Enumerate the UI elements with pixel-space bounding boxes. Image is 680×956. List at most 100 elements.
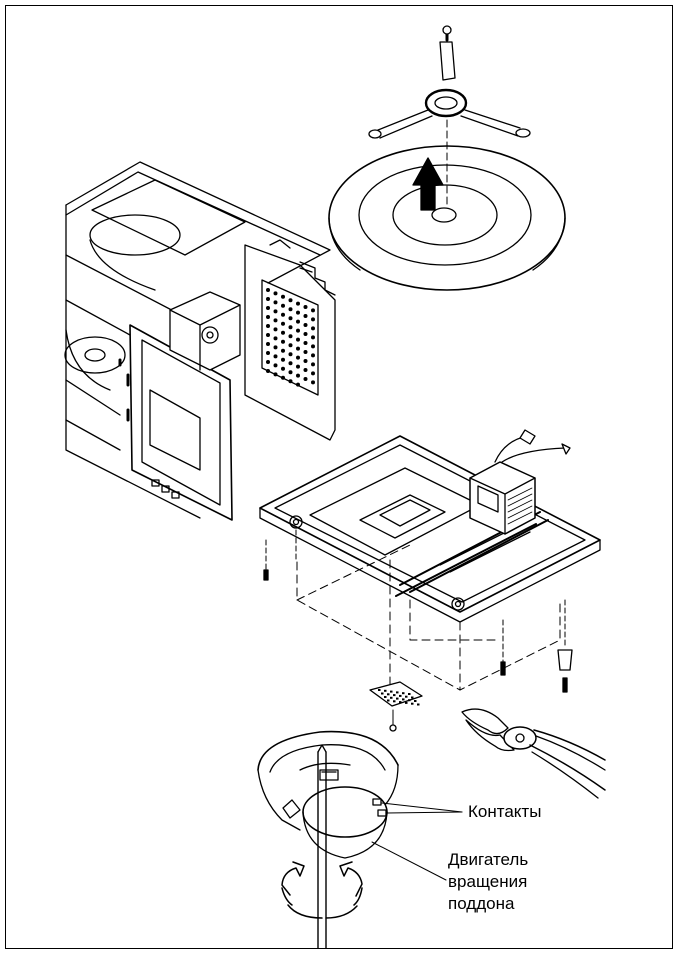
mesh-cell <box>396 697 399 700</box>
perforation-hole <box>281 321 285 326</box>
perforation-hole <box>303 305 308 309</box>
label-motor-line1: Двигатель <box>448 850 529 869</box>
perforation-hole <box>266 342 270 346</box>
perforation-hole <box>311 380 315 385</box>
perforation-hole <box>288 370 293 375</box>
perforation-hole <box>266 333 270 337</box>
mesh-cell <box>399 701 402 704</box>
pliers-icon <box>461 708 606 799</box>
perforation-hole <box>266 369 270 373</box>
perforation-hole <box>296 364 300 369</box>
perforation-hole <box>266 360 270 364</box>
perforation-hole <box>273 300 278 305</box>
figure-frame <box>5 5 673 949</box>
projection-lines <box>296 544 561 701</box>
perforation-hole <box>266 306 270 310</box>
mesh-cell <box>411 696 414 699</box>
perforation-hole <box>303 350 308 354</box>
turntable-motor <box>257 730 399 949</box>
glass-tray <box>328 119 566 291</box>
mesh-cell <box>378 689 381 691</box>
mesh-cell <box>387 693 390 696</box>
lift-arrow-icon <box>412 157 444 211</box>
perforation-hole <box>273 336 278 341</box>
perforation-hole <box>288 298 293 303</box>
label-motor-line3: поддона <box>448 894 515 913</box>
perforation-hole <box>296 346 300 351</box>
mesh-cell <box>384 696 387 698</box>
perforated-panel <box>266 288 315 387</box>
label-contacts: Контакты <box>468 802 542 821</box>
perforation-hole <box>281 303 285 308</box>
perforation-hole <box>296 319 300 324</box>
leader-lines <box>371 802 463 881</box>
perforation-hole <box>311 344 315 349</box>
perforation-hole <box>281 339 285 344</box>
perforation-hole <box>303 332 308 336</box>
perforation-hole <box>296 310 300 315</box>
perforation-hole <box>296 328 300 333</box>
perforation-hole <box>266 288 270 292</box>
perforation-hole <box>273 363 278 368</box>
perforation-hole <box>303 323 308 327</box>
perforation-hole <box>303 314 308 318</box>
perforation-hole <box>288 361 293 366</box>
perforation-hole <box>311 308 315 313</box>
perforation-hole <box>281 357 285 362</box>
perforation-hole <box>311 326 315 331</box>
mesh-cell <box>405 701 408 704</box>
mesh-cell <box>390 696 393 699</box>
perforation-hole <box>303 377 308 381</box>
mesh-cell <box>387 699 390 702</box>
mesh-cell <box>393 700 396 703</box>
perforation-hole <box>281 375 285 380</box>
perforation-hole <box>296 337 300 342</box>
perforation-hole <box>296 382 300 387</box>
perforation-hole <box>281 294 285 299</box>
perforation-hole <box>303 341 308 345</box>
perforation-hole <box>311 317 315 322</box>
perforation-hole <box>303 359 308 363</box>
mesh-cell <box>408 693 411 695</box>
perforation-hole <box>296 355 300 360</box>
perforation-hole <box>281 330 285 335</box>
perforation-hole <box>266 315 270 319</box>
mesh-cell <box>405 695 408 698</box>
perforation-hole <box>288 325 293 330</box>
mesh-cell <box>393 694 396 697</box>
perforation-hole <box>288 352 293 357</box>
perforation-hole <box>266 324 270 328</box>
roller-ring <box>368 25 531 139</box>
perforation-hole <box>288 343 293 348</box>
perforation-hole <box>273 327 278 332</box>
perforation-hole <box>296 373 300 378</box>
perforation-hole <box>281 312 285 317</box>
perforation-hole <box>288 316 293 321</box>
mesh-cell <box>402 698 405 701</box>
perforation-hole <box>311 362 315 367</box>
oven-body <box>64 161 336 521</box>
mesh-cell <box>396 691 399 694</box>
perforation-hole <box>266 351 270 355</box>
perforation-hole <box>281 366 285 371</box>
mesh-cell <box>390 690 393 693</box>
perforation-hole <box>273 372 278 377</box>
grille-cover <box>369 681 423 707</box>
perforation-hole <box>273 354 278 359</box>
perforation-hole <box>273 309 278 314</box>
perforation-hole <box>273 291 278 296</box>
perforation-hole <box>266 297 270 301</box>
perforation-hole <box>288 379 293 384</box>
mesh-cell <box>381 692 384 695</box>
perforation-hole <box>303 368 308 372</box>
perforation-hole <box>273 318 278 323</box>
perforation-hole <box>311 353 315 358</box>
mesh-cell <box>402 692 405 695</box>
rotation-arrow-icon <box>281 861 363 919</box>
perforation-hole <box>288 334 293 339</box>
perforation-hole <box>311 335 315 340</box>
perforation-hole <box>288 307 293 312</box>
label-motor-line2: вращения <box>448 872 528 891</box>
mesh-cell <box>384 689 387 692</box>
